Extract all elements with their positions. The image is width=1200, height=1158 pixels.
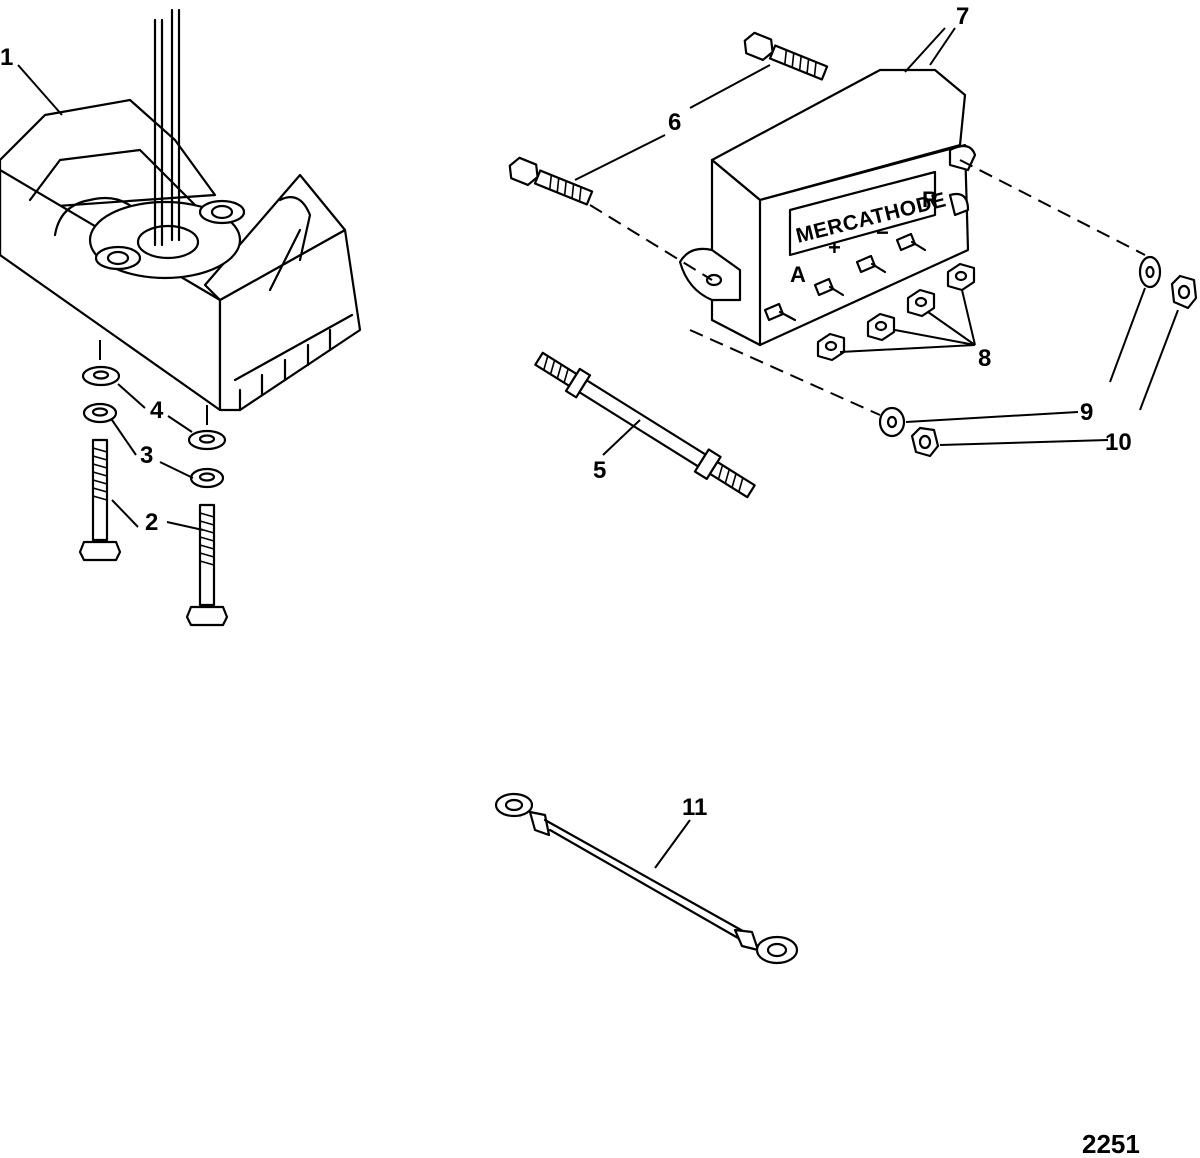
alignment-lines	[589, 159, 1146, 416]
terminal-plus-label: +	[828, 235, 841, 260]
terminal-r-label: R	[922, 187, 938, 212]
callout-10: 10	[1105, 429, 1132, 456]
leader-lines	[17, 27, 1179, 869]
callout-4: 4	[150, 397, 164, 424]
part-4-flat-washers	[81, 365, 227, 451]
callout-7: 7	[956, 3, 969, 30]
callout-1: 1	[0, 44, 13, 71]
terminal-a-label: A	[790, 262, 806, 287]
part-1-mounting-bracket	[0, 8, 362, 425]
part-8-terminal-nuts	[816, 262, 976, 362]
callout-6: 6	[668, 109, 681, 136]
callout-numbers: 1 2 3 4 5 6 7 8 9 10 11	[0, 3, 1132, 821]
callout-9: 9	[1080, 399, 1093, 426]
part-3-lock-washers	[82, 402, 225, 489]
part-5-anode-stud	[534, 351, 756, 499]
callout-11: 11	[682, 794, 707, 821]
part-6-module-bolts	[508, 31, 829, 206]
callout-5: 5	[593, 457, 606, 484]
terminal-studs	[763, 232, 927, 322]
part-7-mercathode-controller: MERCATHODE R + − A	[678, 68, 977, 347]
callout-3: 3	[140, 442, 153, 469]
callout-8: 8	[978, 345, 991, 372]
part-10-lock-nuts	[910, 274, 1198, 458]
terminal-minus-label: −	[876, 220, 889, 245]
part-11-ground-wire	[494, 792, 799, 965]
part-2-bolts	[78, 438, 229, 627]
figure-number: 2251	[1082, 1129, 1140, 1158]
part-9-flat-washers	[878, 255, 1162, 438]
callout-2: 2	[145, 509, 158, 536]
